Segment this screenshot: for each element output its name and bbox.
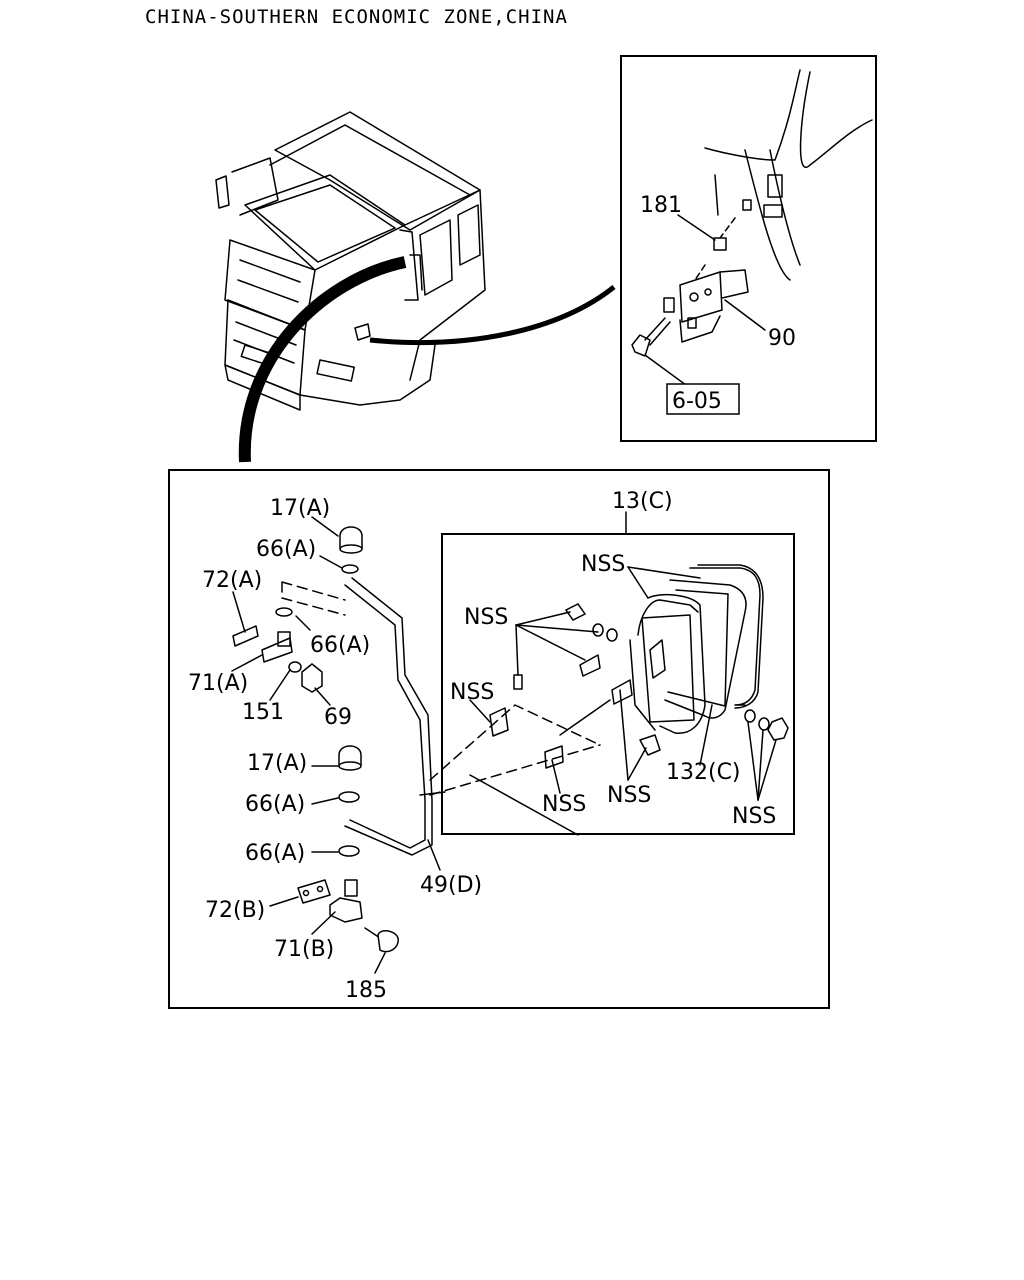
label-66a-3: 66(A): [245, 792, 305, 817]
washer-66a-4: [338, 845, 360, 857]
label-66a-4: 66(A): [245, 841, 305, 866]
cover-nss-top: [579, 654, 601, 677]
label-nss-3: NSS: [450, 680, 494, 705]
mirror-head-13c: [689, 564, 764, 709]
bolt-185: [364, 927, 399, 953]
washer-66a-1: [341, 564, 359, 574]
washer-66a-2: [275, 607, 293, 617]
washer-151: [288, 661, 302, 673]
label-132c: 132(C): [666, 760, 741, 785]
label-72b: 72(B): [205, 898, 265, 923]
screw-nss-top: [564, 603, 618, 642]
label-nss-5: NSS: [607, 783, 651, 808]
label-185: 185: [345, 978, 387, 1003]
leader-lines: [231, 511, 777, 974]
label-nss-2: NSS: [464, 605, 508, 630]
label-71a: 71(A): [188, 671, 248, 696]
mirror-subassembly-frame: [441, 533, 795, 835]
bracket-72b: [297, 879, 331, 904]
bracket-part-90: [663, 269, 749, 343]
label-71b: 71(B): [274, 937, 334, 962]
label-69: 69: [324, 705, 352, 730]
label-6-05: 6-05: [672, 389, 722, 414]
label-17a-lower: 17(A): [247, 751, 307, 776]
label-72a: 72(A): [202, 568, 262, 593]
bracket-71b: [329, 879, 363, 923]
mirror-stay-49d: [344, 577, 446, 856]
bolt-part-6-05: [631, 317, 671, 357]
nuts-nss-right: [744, 709, 789, 741]
label-49d: 49(D): [420, 873, 482, 898]
label-66a-1: 66(A): [256, 537, 316, 562]
mirror-frame: [629, 593, 706, 734]
label-nss-4: NSS: [542, 792, 586, 817]
mirror-glass-132c: [664, 579, 747, 719]
washer-66a-3: [338, 791, 360, 803]
bracket-71a: [261, 631, 293, 663]
main-panel-frame: [168, 469, 830, 1009]
label-151: 151: [242, 700, 284, 725]
clip-nss-bottom: [544, 745, 564, 769]
clip-part-181: [694, 217, 736, 281]
label-nss-6: NSS: [732, 804, 776, 829]
nut-69: [301, 663, 323, 693]
label-17a-top: 17(A): [270, 496, 330, 521]
label-181: 181: [640, 193, 682, 218]
inset-body-panel: [704, 69, 873, 281]
label-66a-2: 66(A): [310, 633, 370, 658]
ref-box-6-05: [666, 383, 740, 415]
label-nss-1: NSS: [581, 552, 625, 577]
inset-frame: [620, 55, 877, 442]
cap-nut-17a-lower: [338, 745, 362, 771]
cap-nut-17a-top: [339, 526, 363, 554]
truck-cab-illustration: [215, 111, 486, 411]
label-13c: 13(C): [612, 489, 673, 514]
leader-curve-inset: [369, 285, 616, 346]
label-90: 90: [768, 326, 796, 351]
diagram-title: CHINA-SOUTHERN ECONOMIC ZONE,CHINA: [145, 6, 568, 28]
leader-curve-main: [238, 256, 407, 463]
bracket-72a: [232, 625, 259, 647]
